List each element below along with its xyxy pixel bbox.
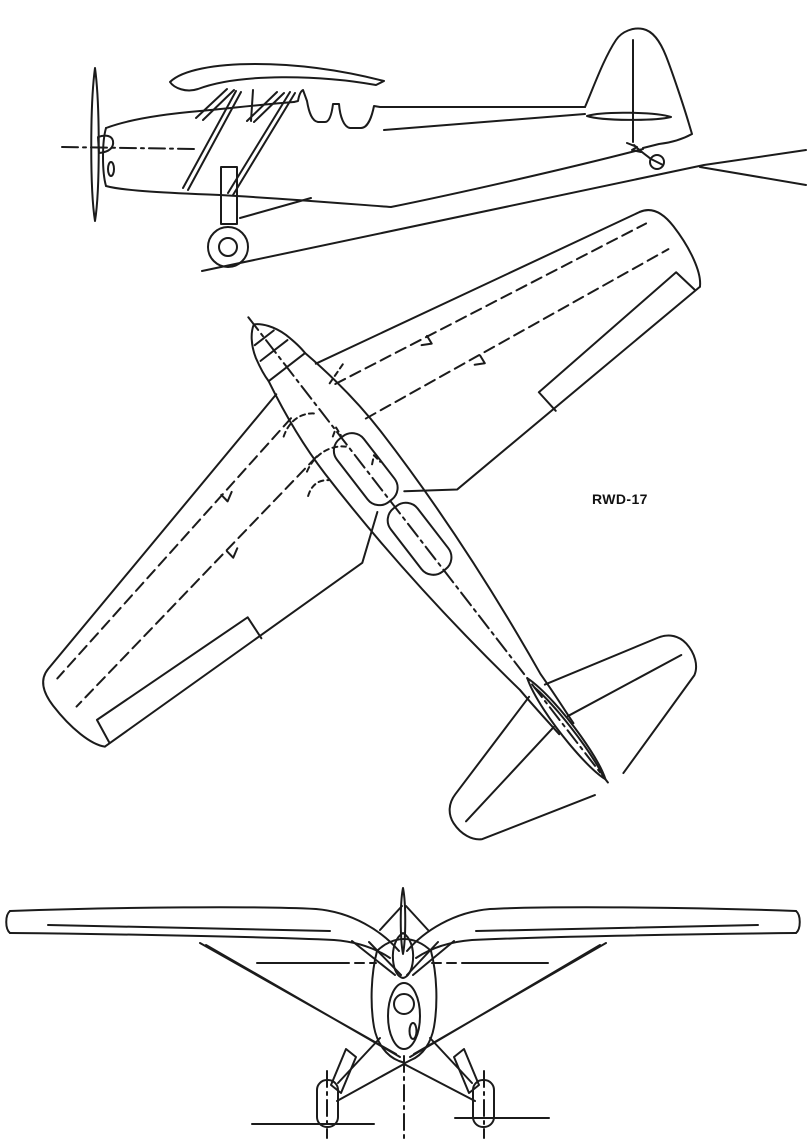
- wing-tip-caps-front: [5, 910, 801, 934]
- fuselage-bottom-side: [105, 148, 644, 208]
- fuselage-centerline: [247, 316, 609, 784]
- oleo-leg-side: [220, 166, 238, 225]
- ground-segments-front: [251, 1117, 550, 1125]
- right-wing-leading-edge: [314, 210, 641, 365]
- fuselage-right-plan: [304, 352, 575, 725]
- wing-top-edge-front: [9, 906, 797, 952]
- right-spar-kinks: [420, 334, 486, 366]
- rear-cockpit-opening: [386, 501, 453, 576]
- propeller-side: [90, 67, 100, 222]
- fin-rudder-side: [584, 27, 693, 149]
- gear-brace-side: [239, 197, 312, 219]
- oleo-legs-front: [330, 1048, 480, 1094]
- fuselage-top-arc-front: [376, 938, 432, 952]
- aircraft-type-label: RWD-17: [592, 491, 648, 507]
- wing-inner-line-front: [47, 924, 759, 932]
- main-wheel-side: [207, 226, 249, 268]
- tailplane-side: [586, 111, 672, 121]
- plan-view-drawing: [42, 209, 702, 841]
- axle-braces-front: [336, 1063, 476, 1102]
- rudder-plan-line: [533, 686, 605, 778]
- fuselage-left-plan: [267, 380, 561, 736]
- left-aileron: [95, 616, 263, 744]
- left-spar-kinks: [220, 490, 239, 559]
- tailplane-left-plan: [448, 695, 596, 841]
- tail-wheel-bracket: [626, 142, 652, 160]
- spinner-front: [391, 932, 415, 979]
- ground-line: [201, 149, 807, 272]
- tailplane-apex-lines: [379, 905, 429, 931]
- cowl-opening-front: [387, 982, 421, 1050]
- right-aileron: [537, 271, 696, 412]
- wheel-axis-lines: [326, 1070, 485, 1139]
- root-structure-dashes: [282, 363, 382, 498]
- left-wing-spars: [56, 417, 318, 708]
- spinner-side: [97, 134, 115, 154]
- front-view-drawing: [5, 887, 801, 1139]
- wing-bottom-edge-front: [9, 932, 797, 959]
- gear-legs-front: [337, 1037, 473, 1084]
- propeller-hub-front: [393, 993, 415, 1015]
- cockpit-cutouts-side: [293, 89, 586, 129]
- wheel-hub-side: [218, 237, 238, 257]
- side-view-drawing: [61, 27, 807, 272]
- wing-airfoil-side: [169, 63, 385, 92]
- lift-struts-side: [182, 90, 296, 196]
- tail-wheel-side: [649, 154, 665, 170]
- right-wing-trailing-edge: [403, 285, 701, 493]
- propeller-front: [399, 887, 407, 955]
- lift-struts-front: [199, 942, 607, 1058]
- tail-wheel-spoke: [650, 158, 664, 166]
- front-cockpit-opening: [332, 432, 399, 507]
- ground-line-2: [699, 166, 807, 186]
- fuselage-top-side: [105, 101, 295, 129]
- left-wing-trailing-edge: [103, 511, 379, 748]
- fuselage-crease-line: [383, 113, 586, 131]
- elevator-hinge-lines: [465, 654, 683, 823]
- cabane-struts-front: [351, 940, 455, 976]
- left-wing-tip: [42, 668, 106, 748]
- right-wing-tip: [638, 209, 702, 288]
- cowl-detail-mark: [408, 1022, 418, 1040]
- fin-plan: [526, 677, 607, 781]
- tailplane-right-plan: [543, 634, 698, 775]
- cabane-struts-side: [195, 88, 285, 123]
- left-wing-leading-edge: [46, 393, 278, 671]
- exhaust-mark: [107, 161, 115, 177]
- thrust-axis-line: [61, 146, 197, 150]
- nose-front-edge: [102, 127, 107, 187]
- right-wing-spars: [334, 222, 670, 420]
